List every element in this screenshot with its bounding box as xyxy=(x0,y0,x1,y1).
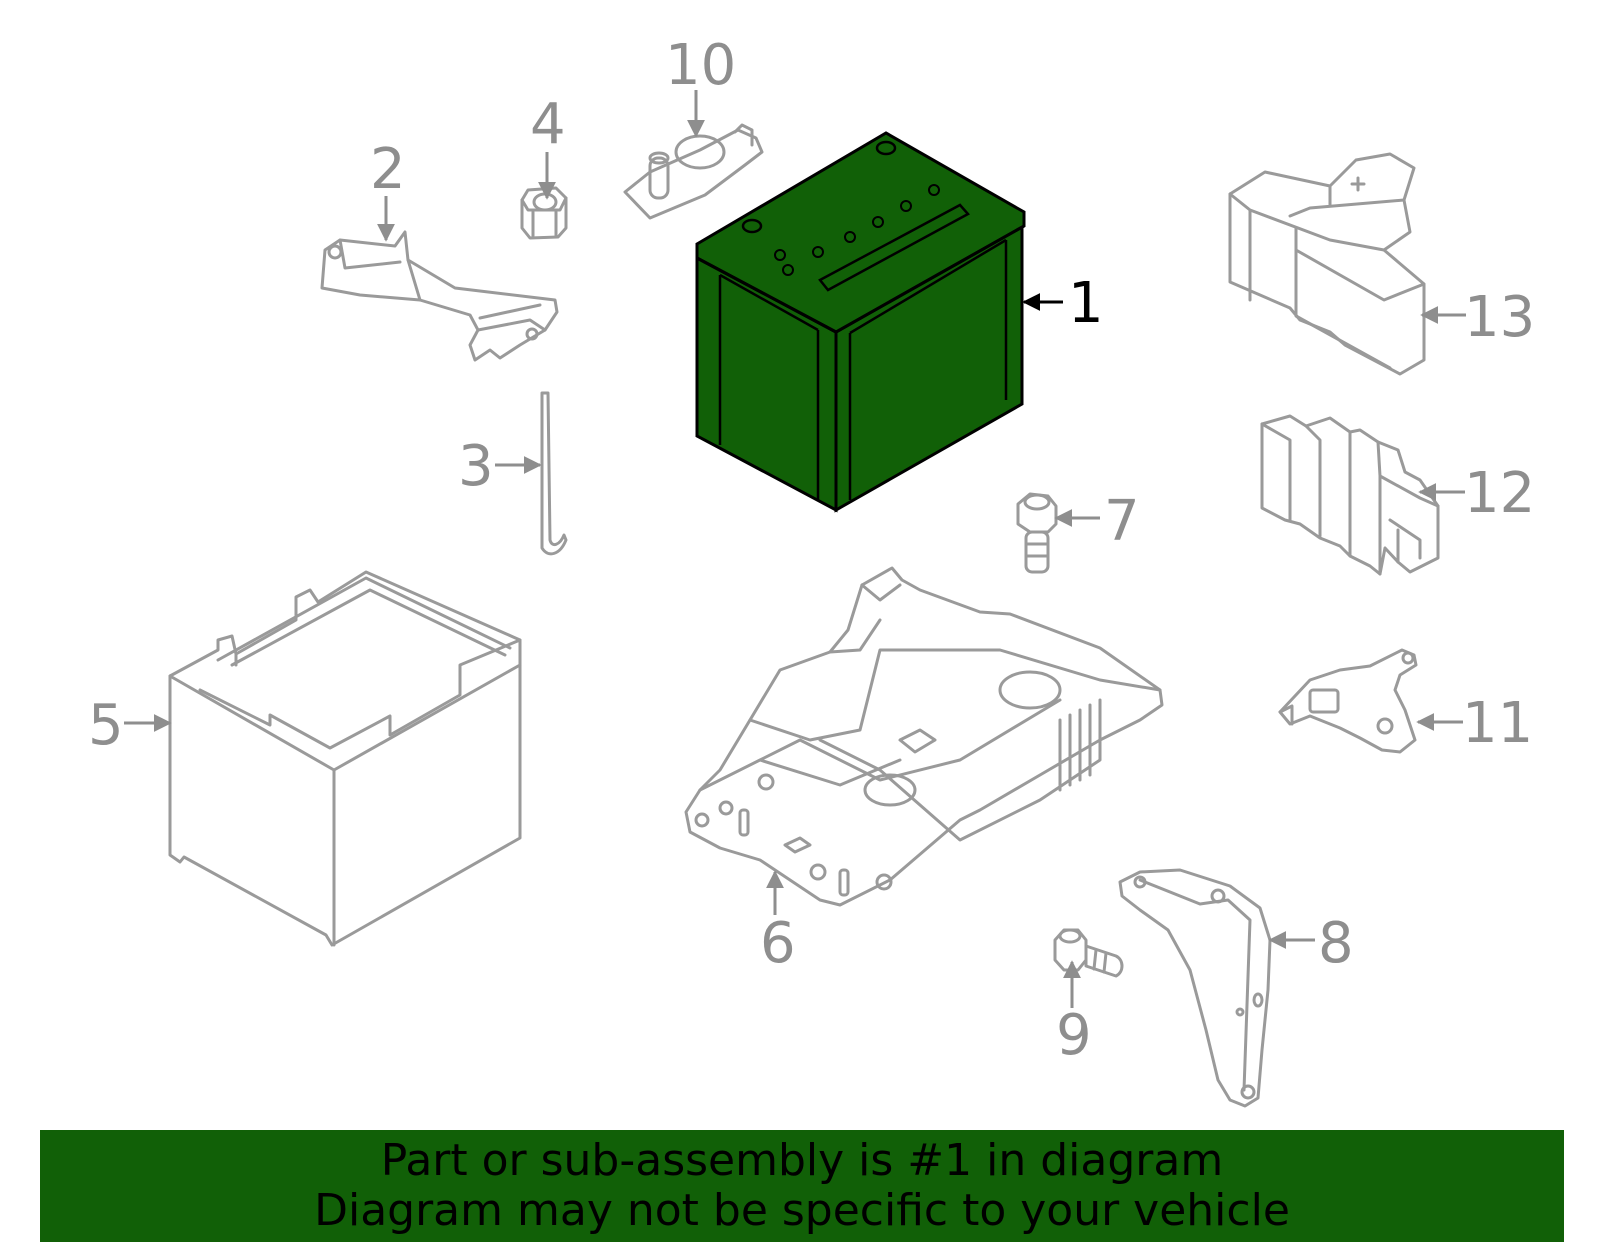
support-bracket-part-8[interactable] xyxy=(1118,868,1272,1108)
callout-9: 9 xyxy=(1056,1003,1092,1068)
leader-lines xyxy=(124,90,1466,1008)
banner-line-2: Diagram may not be specific to your vehi… xyxy=(314,1185,1290,1236)
terminal-cover-part-13[interactable] xyxy=(1228,152,1426,376)
bolt-part-9[interactable] xyxy=(1053,928,1124,978)
hold-down-bracket-part-2[interactable] xyxy=(320,230,559,362)
callout-3: 3 xyxy=(458,434,494,499)
bolt-part-7[interactable] xyxy=(1016,492,1058,574)
callout-12: 12 xyxy=(1464,461,1535,526)
terminal-part-10[interactable] xyxy=(623,123,764,220)
callout-8: 8 xyxy=(1318,911,1354,976)
callout-6: 6 xyxy=(760,911,796,976)
terminal-clamp-part-11[interactable] xyxy=(1278,648,1418,754)
callout-13: 13 xyxy=(1464,285,1535,350)
callout-4: 4 xyxy=(530,92,566,157)
callout-11: 11 xyxy=(1462,691,1533,756)
j-bolt-part-3[interactable] xyxy=(540,391,568,556)
info-banner: Part or sub-assembly is #1 in diagram Di… xyxy=(40,1130,1564,1242)
insulator-box-part-5[interactable] xyxy=(168,570,522,947)
nut-part-4[interactable] xyxy=(520,186,568,240)
callout-10: 10 xyxy=(665,33,736,98)
battery-tray-part-6[interactable] xyxy=(684,566,1164,907)
callout-5: 5 xyxy=(88,693,124,758)
callout-2: 2 xyxy=(370,137,406,202)
banner-line-1: Part or sub-assembly is #1 in diagram xyxy=(380,1135,1224,1186)
callout-7: 7 xyxy=(1104,489,1140,554)
fuse-holder-part-12[interactable] xyxy=(1260,414,1440,576)
callout-1: 1 xyxy=(1068,271,1104,336)
battery-part-1[interactable] xyxy=(695,131,1026,513)
callout-labels: 1 2 3 4 5 6 7 8 9 10 11 12 13 xyxy=(88,33,1535,1068)
